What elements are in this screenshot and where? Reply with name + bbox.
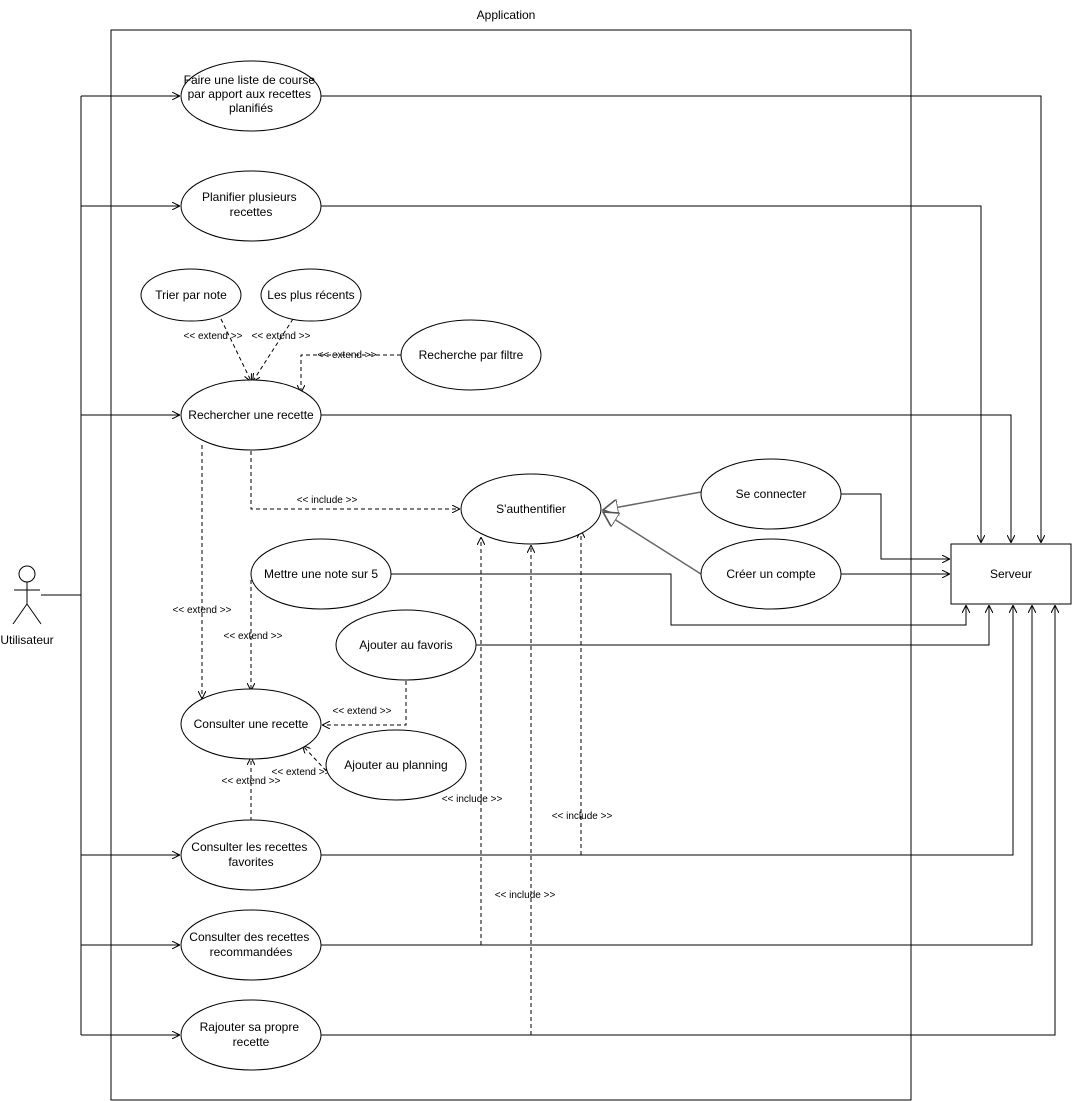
- uc-consulter-recommandees[interactable]: [180, 909, 322, 981]
- include-label-rajouter: << include >>: [495, 890, 556, 901]
- uc-trier-note[interactable]: [140, 268, 242, 322]
- uc-mettre-note-label: Mettre une note sur 5: [264, 567, 378, 581]
- uc-authentifier[interactable]: [460, 473, 602, 545]
- uc-mettre-note[interactable]: [250, 538, 392, 610]
- uc-rechercher-label: Rechercher une recette: [188, 408, 314, 422]
- uc-ajouter-planning[interactable]: [325, 729, 467, 801]
- uc-ajouter-planning-label: Ajouter au planning: [344, 758, 447, 772]
- include-label-recommandees: << include >>: [442, 794, 503, 805]
- uc-ajouter-favoris[interactable]: [335, 609, 477, 681]
- uc-plus-recents[interactable]: [260, 268, 362, 322]
- actor-associations: [41, 96, 179, 1035]
- uc-ajouter-favoris-label: Ajouter au favoris: [359, 638, 452, 652]
- system-boundary: Application: [110, 8, 912, 1101]
- uc-rajouter-recette[interactable]: [180, 999, 322, 1071]
- uc-planifier[interactable]: [180, 170, 322, 242]
- uc-liste-course[interactable]: [180, 60, 322, 132]
- uc-consulter-recette-label: Consulter une recette: [194, 717, 309, 731]
- uc-planifier-label: Planifier plusieurs recettes: [202, 190, 300, 219]
- server-node: Serveur: [950, 543, 1072, 605]
- server-label: Serveur: [990, 567, 1032, 581]
- extend-label-planning: << extend >>: [272, 767, 331, 778]
- relation-labels: << extend >> << extend >> << extend >> <…: [173, 331, 613, 901]
- uc-consulter-recommandees-label: Consulter des recettes recommandées: [189, 930, 312, 959]
- uc-rajouter-recette-label: Rajouter sa propre recette: [200, 1020, 303, 1049]
- generalization-links: [603, 491, 702, 575]
- include-label-favorites: << include >>: [552, 811, 613, 822]
- actor-label: Utilisateur: [0, 633, 53, 647]
- use-case-labels: Faire une liste de course par apport aux…: [155, 73, 816, 1049]
- include-label-rechercher: << include >>: [297, 495, 358, 506]
- uc-authentifier-label: S'authentifier: [496, 502, 566, 516]
- uc-recherche-filtre-label: Recherche par filtre: [419, 348, 524, 362]
- extend-label-favoris: << extend >>: [333, 706, 392, 717]
- uc-consulter-favorites[interactable]: [180, 819, 322, 891]
- extend-label-recents: << extend >>: [252, 331, 311, 342]
- use-cases: [140, 60, 842, 1071]
- extend-label-favorites: << extend >>: [222, 776, 281, 787]
- uc-se-connecter-label: Se connecter: [736, 487, 807, 501]
- uc-creer-compte[interactable]: [700, 538, 842, 610]
- uc-consulter-recette[interactable]: [180, 688, 322, 760]
- extend-label-filtre: << extend >>: [318, 350, 377, 361]
- uc-se-connecter[interactable]: [700, 458, 842, 530]
- system-title: Application: [477, 8, 536, 22]
- server-connections: [321, 95, 1055, 1036]
- uc-consulter-favorites-label: Consulter les recettes favorites: [191, 840, 310, 869]
- actor-utilisateur: [12, 565, 42, 625]
- uc-trier-note-label: Trier par note: [155, 288, 227, 302]
- uc-recherche-filtre[interactable]: [400, 319, 542, 391]
- uc-plus-recents-label: Les plus récents: [267, 288, 354, 302]
- extend-label-rechercher-consulter: << extend >>: [173, 605, 232, 616]
- dependency-links: [202, 318, 581, 1035]
- uc-creer-compte-label: Créer un compte: [726, 567, 816, 581]
- uc-liste-course-label: Faire une liste de course par apport aux…: [184, 73, 319, 115]
- extend-label-trier: << extend >>: [184, 331, 243, 342]
- uc-rechercher[interactable]: [180, 379, 322, 451]
- extend-label-note: << extend >>: [224, 631, 283, 642]
